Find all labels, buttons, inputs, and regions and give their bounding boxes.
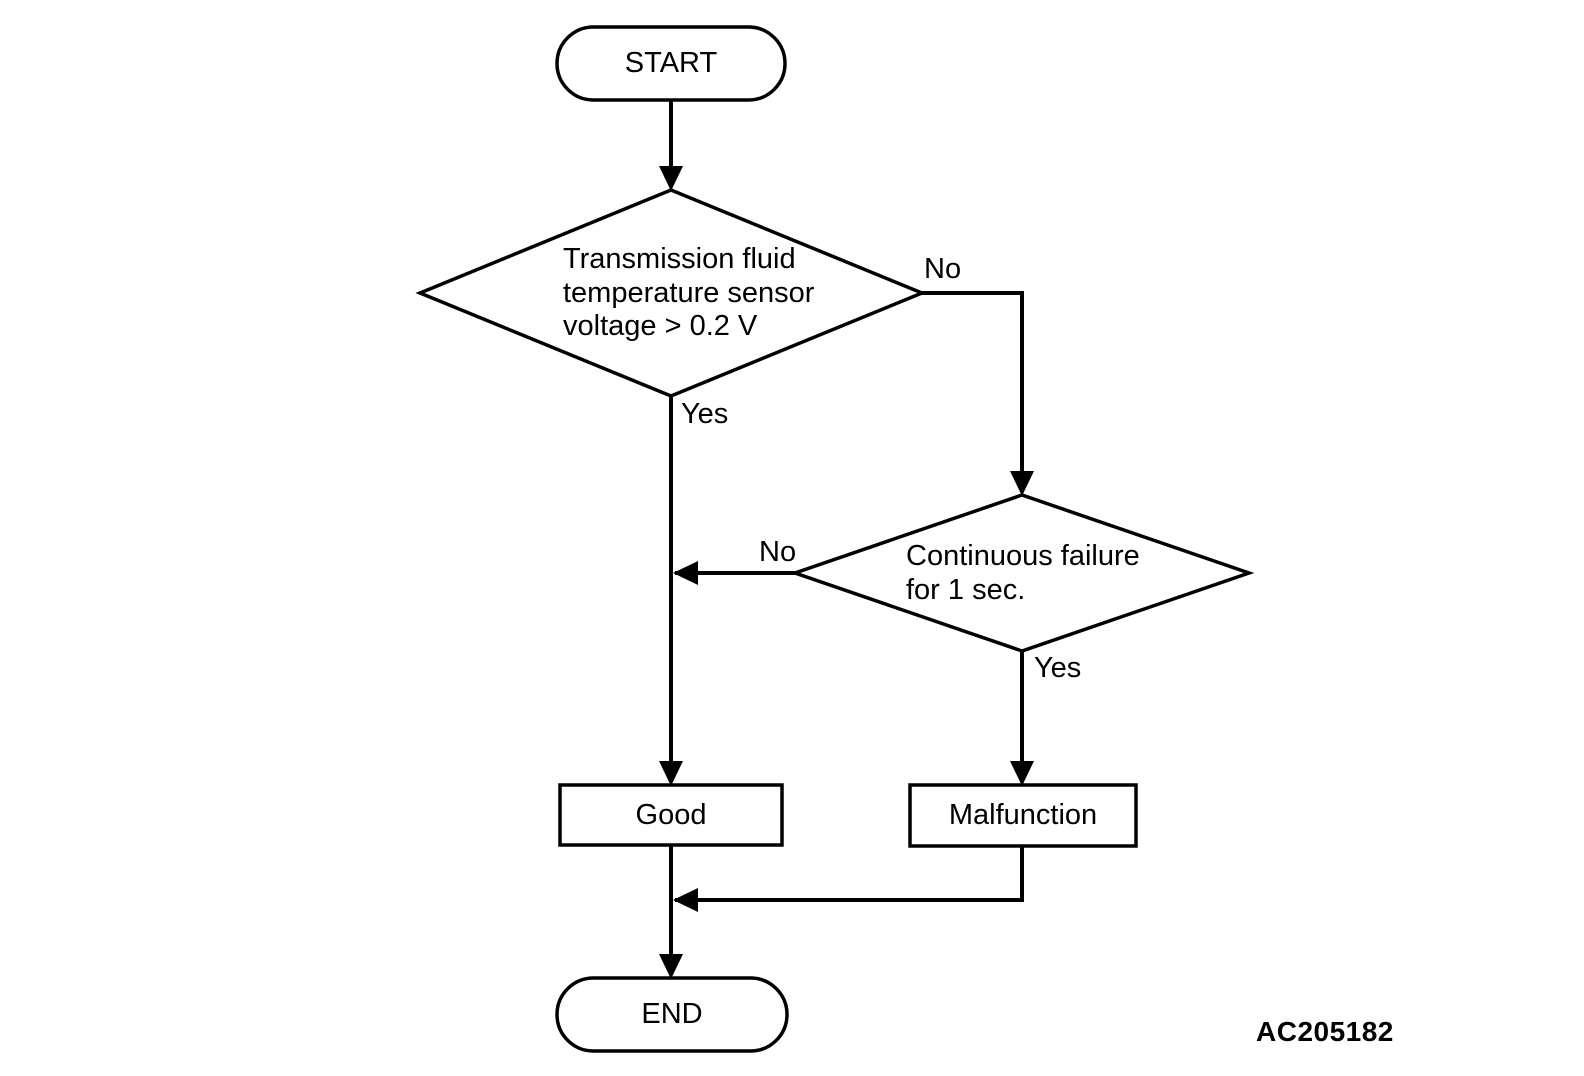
good-node-label: Good <box>635 798 707 831</box>
good-node-shape <box>558 783 784 847</box>
end-node-shape <box>555 976 789 1053</box>
decision2-label: Continuous failure for 1 sec. <box>906 540 1140 606</box>
figure-code: AC205182 <box>1256 1016 1394 1047</box>
arrowhead-into-decision1 <box>659 166 683 191</box>
decision1-yes-label: Yes <box>681 398 729 430</box>
edge-decision1-no-to-decision2 <box>922 291 1024 492</box>
arrowhead-into-malfunction <box>1010 761 1034 786</box>
start-node-label: START <box>624 47 718 79</box>
decision2-yes-label: Yes <box>1034 652 1082 684</box>
malfunction-node-shape <box>908 783 1138 848</box>
decision1-diamond-shape <box>415 188 927 398</box>
arrowhead-into-decision2 <box>1010 471 1034 496</box>
edge-malfunction-to-merge <box>675 846 1024 902</box>
decision1-label: Transmission fluid temperature sensor vo… <box>563 243 815 342</box>
decision1-no-label: No <box>924 253 962 285</box>
arrowhead-malfunction-merge-join <box>673 888 698 912</box>
malfunction-node-label: Malfunction <box>948 799 1098 831</box>
start-node-shape <box>555 25 787 102</box>
decision2-diamond-shape <box>789 493 1255 653</box>
arrowhead-into-good <box>659 761 683 786</box>
decision2-no-label: No <box>759 536 797 568</box>
end-node-label: END <box>641 998 703 1030</box>
arrowhead-into-end <box>659 954 683 979</box>
arrowhead-decision2-no-join <box>673 561 698 585</box>
